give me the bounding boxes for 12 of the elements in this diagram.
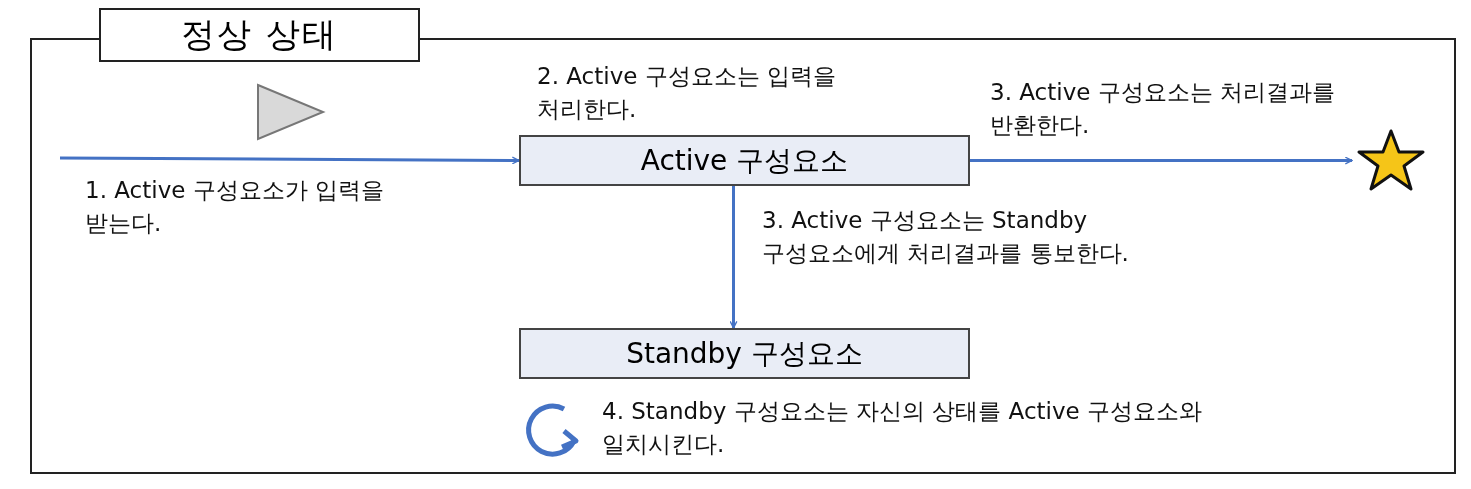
star-icon [1356, 128, 1426, 192]
edge-label: 3. Active 구성요소는 처리결과를 반환한다. [990, 78, 1337, 140]
arrow [970, 156, 1353, 165]
step-text: 2. Active 구성요소는 입력을 처리한다. [537, 62, 838, 124]
arrow [729, 186, 738, 329]
frame-title: 정상 상태 [99, 8, 420, 62]
component-box: Active 구성요소 [519, 135, 970, 186]
edge-label: 1. Active 구성요소가 입력을 받는다. [85, 176, 386, 238]
edge-label: 3. Active 구성요소는 Standby 구성요소에게 처리결과를 통보한다. [762, 206, 1130, 268]
component-box: Standby 구성요소 [519, 328, 970, 379]
step-text: 4. Standby 구성요소는 자신의 상태를 Active 구성요소와 일치시킨다. [602, 397, 1204, 459]
arrow [60, 156, 520, 165]
